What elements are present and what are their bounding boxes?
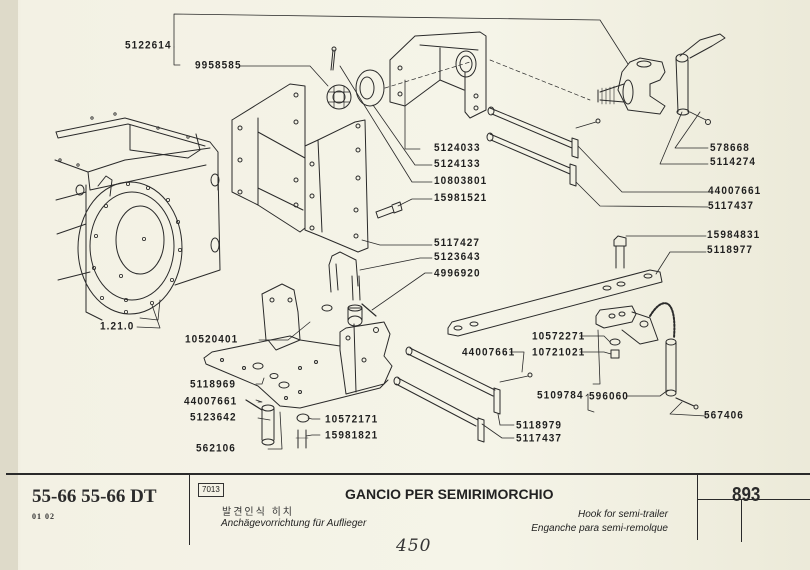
title-block-divider [697,499,810,500]
title-korean: 발견인식 히치 [222,507,294,518]
handwritten-note: 450 [396,536,432,556]
part-label: 5123642 [190,411,237,424]
swivel-clevis [489,57,666,115]
tractor-model: 55-66 55-66 DT [32,486,157,507]
part-label: 5118969 [190,378,237,391]
locking-pin [675,33,726,125]
part-label: 5124033 [434,142,481,155]
part-label: 5123643 [434,251,481,264]
page-number: 893 [732,483,761,506]
page-edge-shadow [0,0,18,570]
title-block [0,470,810,570]
part-label: 5117427 [434,237,481,250]
nut-washer-pin-group [326,46,385,110]
part-label: 596060 [589,390,629,403]
drawbar [447,235,663,337]
part-label: 5118979 [516,419,563,432]
part-label: 4996920 [434,267,481,280]
part-label: 5114274 [710,156,757,169]
part-label: 5117437 [708,200,755,213]
part-label: 44007661 [708,185,762,198]
lower-support-plate [203,283,393,409]
part-label: 10520401 [185,333,239,346]
tractor-rear-housing [54,112,221,321]
part-label: 5124133 [434,158,481,171]
part-label: 567406 [704,409,744,422]
part-label: 578668 [710,142,750,155]
part-label: 15984831 [707,229,761,242]
part-label: 15981821 [325,429,379,442]
part-label: 10803801 [434,175,488,188]
part-label: 44007661 [462,346,516,359]
part-label: 5117437 [516,432,563,445]
model-variants: 01 02 [32,512,55,521]
part-label: 5118977 [707,244,754,257]
long-pins-upper [486,106,601,187]
group-code: 7013 [198,483,224,497]
part-label: 10572271 [532,330,586,343]
part-label: 1.21.0 [100,320,135,333]
title-block-divider [697,474,698,540]
part-label: 15981521 [434,192,488,205]
drawbar-clevis-chain [595,302,699,410]
title-english: Hook for semi-trailer [577,509,668,520]
upper-bracket [384,31,487,119]
part-label: 5122614 [125,39,172,52]
title-italian: GANCIO PER SEMIRIMORCHIO [345,486,554,502]
title-block-divider [189,474,190,545]
part-label: 562106 [196,442,236,455]
mounting-plate [231,83,369,253]
part-label: 9958585 [195,59,242,72]
pivot-pin [245,399,310,449]
bolt-15981521 [375,201,403,219]
part-label: 44007661 [184,395,238,408]
leader-lines [136,13,709,450]
part-label: 10721021 [532,346,586,359]
part-label: 5109784 [537,389,584,402]
title-block-top-rule [6,473,810,475]
title-spanish: Enganche para semi-remolque [531,523,668,534]
title-german: Anchägevorrichtung für Auflieger [221,518,367,529]
title-block-divider [741,499,742,542]
u-pin [321,251,377,317]
part-label: 10572171 [325,413,379,426]
long-pins-lower [393,346,533,443]
